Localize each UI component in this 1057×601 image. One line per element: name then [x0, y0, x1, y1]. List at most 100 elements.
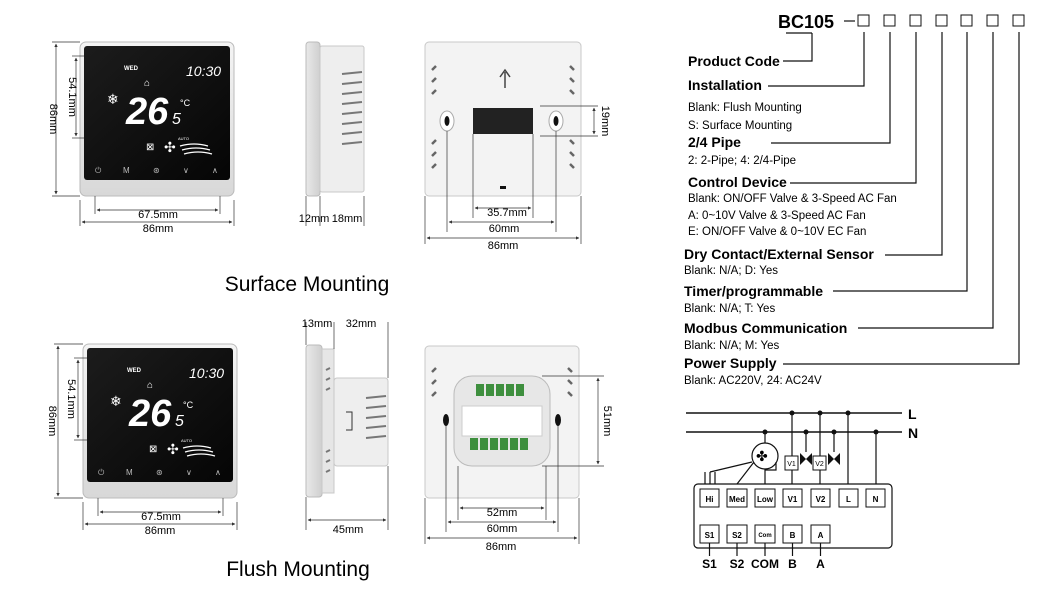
flush-back-box-height: 51mm — [601, 406, 613, 437]
product-code-title: Product Code — [688, 53, 780, 69]
flush-fan-button[interactable]: ⊛ — [156, 468, 163, 477]
pipe-heading: 2/4 Pipe — [688, 134, 741, 150]
bottom-terminals: S1 S2 Com B A — [699, 524, 831, 544]
control-device-heading: Control Device — [688, 174, 787, 190]
back-slot — [473, 108, 533, 134]
terminal-blocks — [470, 384, 528, 450]
product-code-legend: BC105 Product Code Installation Blank: F… — [684, 12, 1025, 387]
fan-icon: ✣ — [164, 139, 176, 155]
surface-back-view: 19mm 35.7mm 60mm 86mm — [424, 41, 611, 252]
s2-wire-label: S2 — [730, 557, 745, 571]
flush-power-button[interactable]: ⏻ — [98, 468, 105, 477]
control-device-line-1: Blank: ON/OFF Valve & 3-Speed AC Fan — [688, 193, 897, 205]
pipe-line-1: 2: 2-Pipe; 4: 2/4-Pipe — [688, 155, 796, 167]
up-arrow-icon — [499, 68, 511, 88]
flush-back-width-inner: 60mm — [487, 523, 518, 535]
flush-display-temperature-decimal: 5 — [175, 413, 184, 430]
terminal-s2: S2 — [732, 531, 742, 540]
airflow-icon — [179, 143, 213, 155]
valve-icon: ⊠ — [146, 142, 154, 153]
flush-up-button[interactable]: ∧ — [215, 468, 221, 477]
wiring-diagram: L N ✤ V1 V2 — [686, 406, 918, 571]
fan-button[interactable]: ⊛ — [153, 166, 160, 175]
modbus-heading: Modbus Communication — [684, 320, 847, 336]
fan-motor-icon: ✤ — [756, 448, 768, 464]
surface-front-total-height: 86mm — [47, 104, 59, 135]
terminal-s1: S1 — [705, 531, 715, 540]
flush-snowflake-icon: ❄ — [110, 393, 122, 409]
display-temperature-decimal: 5 — [172, 111, 181, 128]
terminal-l: L — [846, 495, 851, 504]
flush-display-temperature: 26 — [128, 393, 172, 435]
flush-mode-button[interactable]: M — [126, 468, 133, 477]
installation-line-2: S: Surface Mounting — [688, 120, 792, 132]
control-device-line-2: A: 0~10V Valve & 3-Speed AC Fan — [688, 210, 866, 222]
b-wire-label: B — [788, 557, 797, 571]
code-boxes — [857, 14, 1025, 27]
com-wire-label: COM — [751, 557, 779, 571]
flush-home-icon: ⌂ — [147, 380, 153, 391]
terminal-hi: Hi — [706, 495, 714, 504]
flush-front-width: 86mm — [145, 525, 176, 537]
s1-wire-label: S1 — [702, 557, 717, 571]
dry-contact-heading: Dry Contact/External Sensor — [684, 246, 874, 262]
flush-side-depth: 45mm — [333, 524, 364, 536]
up-button[interactable]: ∧ — [212, 166, 218, 175]
surface-front-width: 86mm — [143, 223, 174, 235]
flush-valve-icon: ⊠ — [149, 444, 157, 455]
terminal-a: A — [818, 531, 824, 540]
top-terminals: Hi Med Low V1 V2 L N — [699, 488, 886, 508]
surface-front-view: WED 10:30 ⌂ ❄ 26 5 °C ⊠ ✣ AUTO ⏻ M ⊛ ∨ ∧… — [47, 41, 235, 235]
flush-front-view: WED 10:30 ⌂ ❄ 26 5 °C ⊠ ✣ AUTO ⏻ M ⊛ ∨ ∧… — [46, 343, 238, 537]
surface-front-width-inner: 67.5mm — [138, 209, 178, 221]
line-L-label: L — [908, 406, 917, 422]
surface-back-width: 86mm — [488, 240, 519, 252]
display-time: 10:30 — [186, 63, 221, 79]
line-N-label: N — [908, 425, 918, 441]
terminal-med: Med — [729, 495, 745, 504]
timer-heading: Timer/programmable — [684, 283, 823, 299]
home-icon: ⌂ — [144, 78, 150, 89]
power-supply-line-1: Blank: AC220V, 24: AC24V — [684, 375, 822, 387]
flush-back-width: 86mm — [486, 541, 517, 553]
display-mode: WED — [124, 66, 139, 72]
terminal-v1: V1 — [788, 495, 798, 504]
flush-display-unit: °C — [183, 400, 194, 410]
flush-fan-mode: AUTO — [181, 438, 192, 443]
flush-display-time: 10:30 — [189, 365, 224, 381]
flush-side-top-b: 32mm — [346, 318, 377, 330]
flush-mounting-title: Flush Mounting — [226, 558, 370, 581]
dry-contact-line-1: Blank: N/A; D: Yes — [684, 265, 778, 277]
flush-front-width-inner: 67.5mm — [141, 511, 181, 523]
fan-mode: AUTO — [178, 136, 189, 141]
flush-down-button[interactable]: ∨ — [186, 468, 192, 477]
power-button[interactable]: ⏻ — [95, 166, 102, 175]
terminal-v2: V2 — [816, 495, 826, 504]
surface-side-view: 12mm 18mm — [299, 41, 365, 226]
power-supply-heading: Power Supply — [684, 355, 777, 371]
flush-back-view: 51mm 52mm 60mm 86mm — [424, 345, 613, 553]
flush-airflow-icon — [182, 445, 216, 457]
terminal-com: Com — [758, 533, 771, 539]
flush-front-total-height: 86mm — [46, 406, 58, 437]
flush-fan-icon: ✣ — [167, 441, 179, 457]
a-wire-label: A — [816, 557, 825, 571]
model-code: BC105 — [778, 12, 834, 32]
flush-back-box-width: 52mm — [487, 507, 518, 519]
valve-1-label: V1 — [787, 461, 796, 468]
control-device-line-3: E: ON/OFF Valve & 0~10V EC Fan — [688, 226, 866, 238]
valve-2-icon — [828, 453, 840, 465]
surface-side-b: 18mm — [332, 213, 363, 225]
down-button[interactable]: ∨ — [183, 166, 189, 175]
flush-side-top-a: 13mm — [302, 318, 333, 330]
snowflake-icon: ❄ — [107, 91, 119, 107]
surface-front-height: 54.1mm — [66, 77, 78, 117]
valve-1-icon — [800, 453, 812, 465]
flush-display-mode: WED — [127, 368, 142, 374]
surface-back-hole-spacing: 35.7mm — [487, 207, 527, 219]
mode-button[interactable]: M — [123, 166, 130, 175]
surface-mounting-title: Surface Mounting — [225, 273, 390, 296]
thermostat-screen — [84, 46, 230, 180]
modbus-line-1: Blank: N/A; M: Yes — [684, 340, 779, 352]
